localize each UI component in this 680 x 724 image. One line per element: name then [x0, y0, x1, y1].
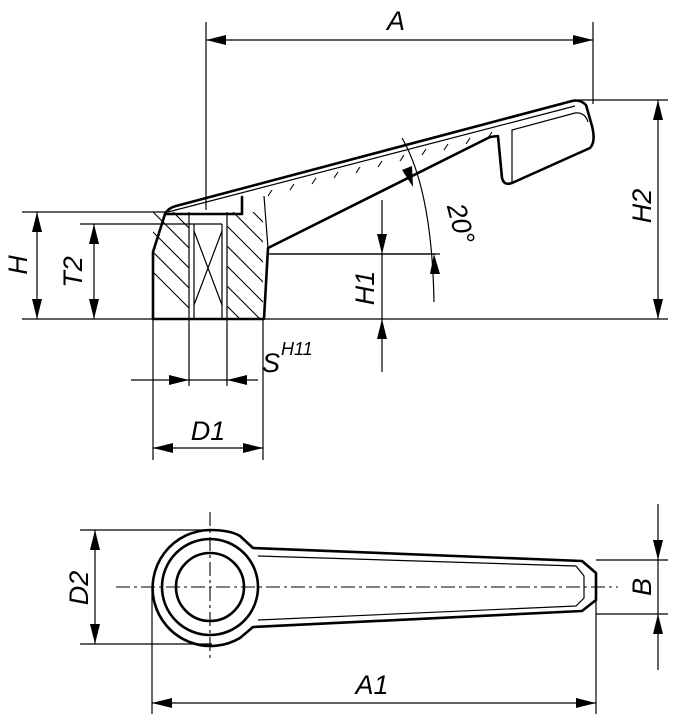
dim-S: S H11 — [131, 319, 313, 386]
label-H: H — [3, 255, 33, 275]
label-A1: A1 — [353, 670, 388, 700]
label-angle: 20° — [441, 199, 481, 247]
label-D2: D2 — [64, 571, 94, 606]
dim-D2: D2 — [64, 529, 212, 645]
label-B: B — [627, 578, 657, 596]
label-T2: T2 — [58, 256, 88, 288]
label-H1: H1 — [350, 271, 380, 306]
label-A: A — [385, 6, 405, 36]
dim-D1: D1 — [152, 319, 264, 460]
dim-H2: H2 — [578, 99, 668, 319]
dim-A1: A1 — [151, 587, 597, 714]
label-S-tolerance: H11 — [281, 339, 313, 359]
lever-outline — [151, 99, 595, 321]
label-S: S — [262, 348, 280, 378]
dim-B: B — [596, 504, 668, 670]
top-view: D2 B A1 — [64, 504, 668, 714]
top-outline — [151, 528, 598, 648]
dim-H: H — [3, 211, 165, 319]
dim-T2: T2 — [58, 223, 194, 319]
side-view: H T2 A H2 — [3, 6, 668, 460]
dim-A: A — [205, 6, 594, 210]
label-H2: H2 — [627, 189, 657, 224]
label-D1: D1 — [191, 416, 226, 446]
